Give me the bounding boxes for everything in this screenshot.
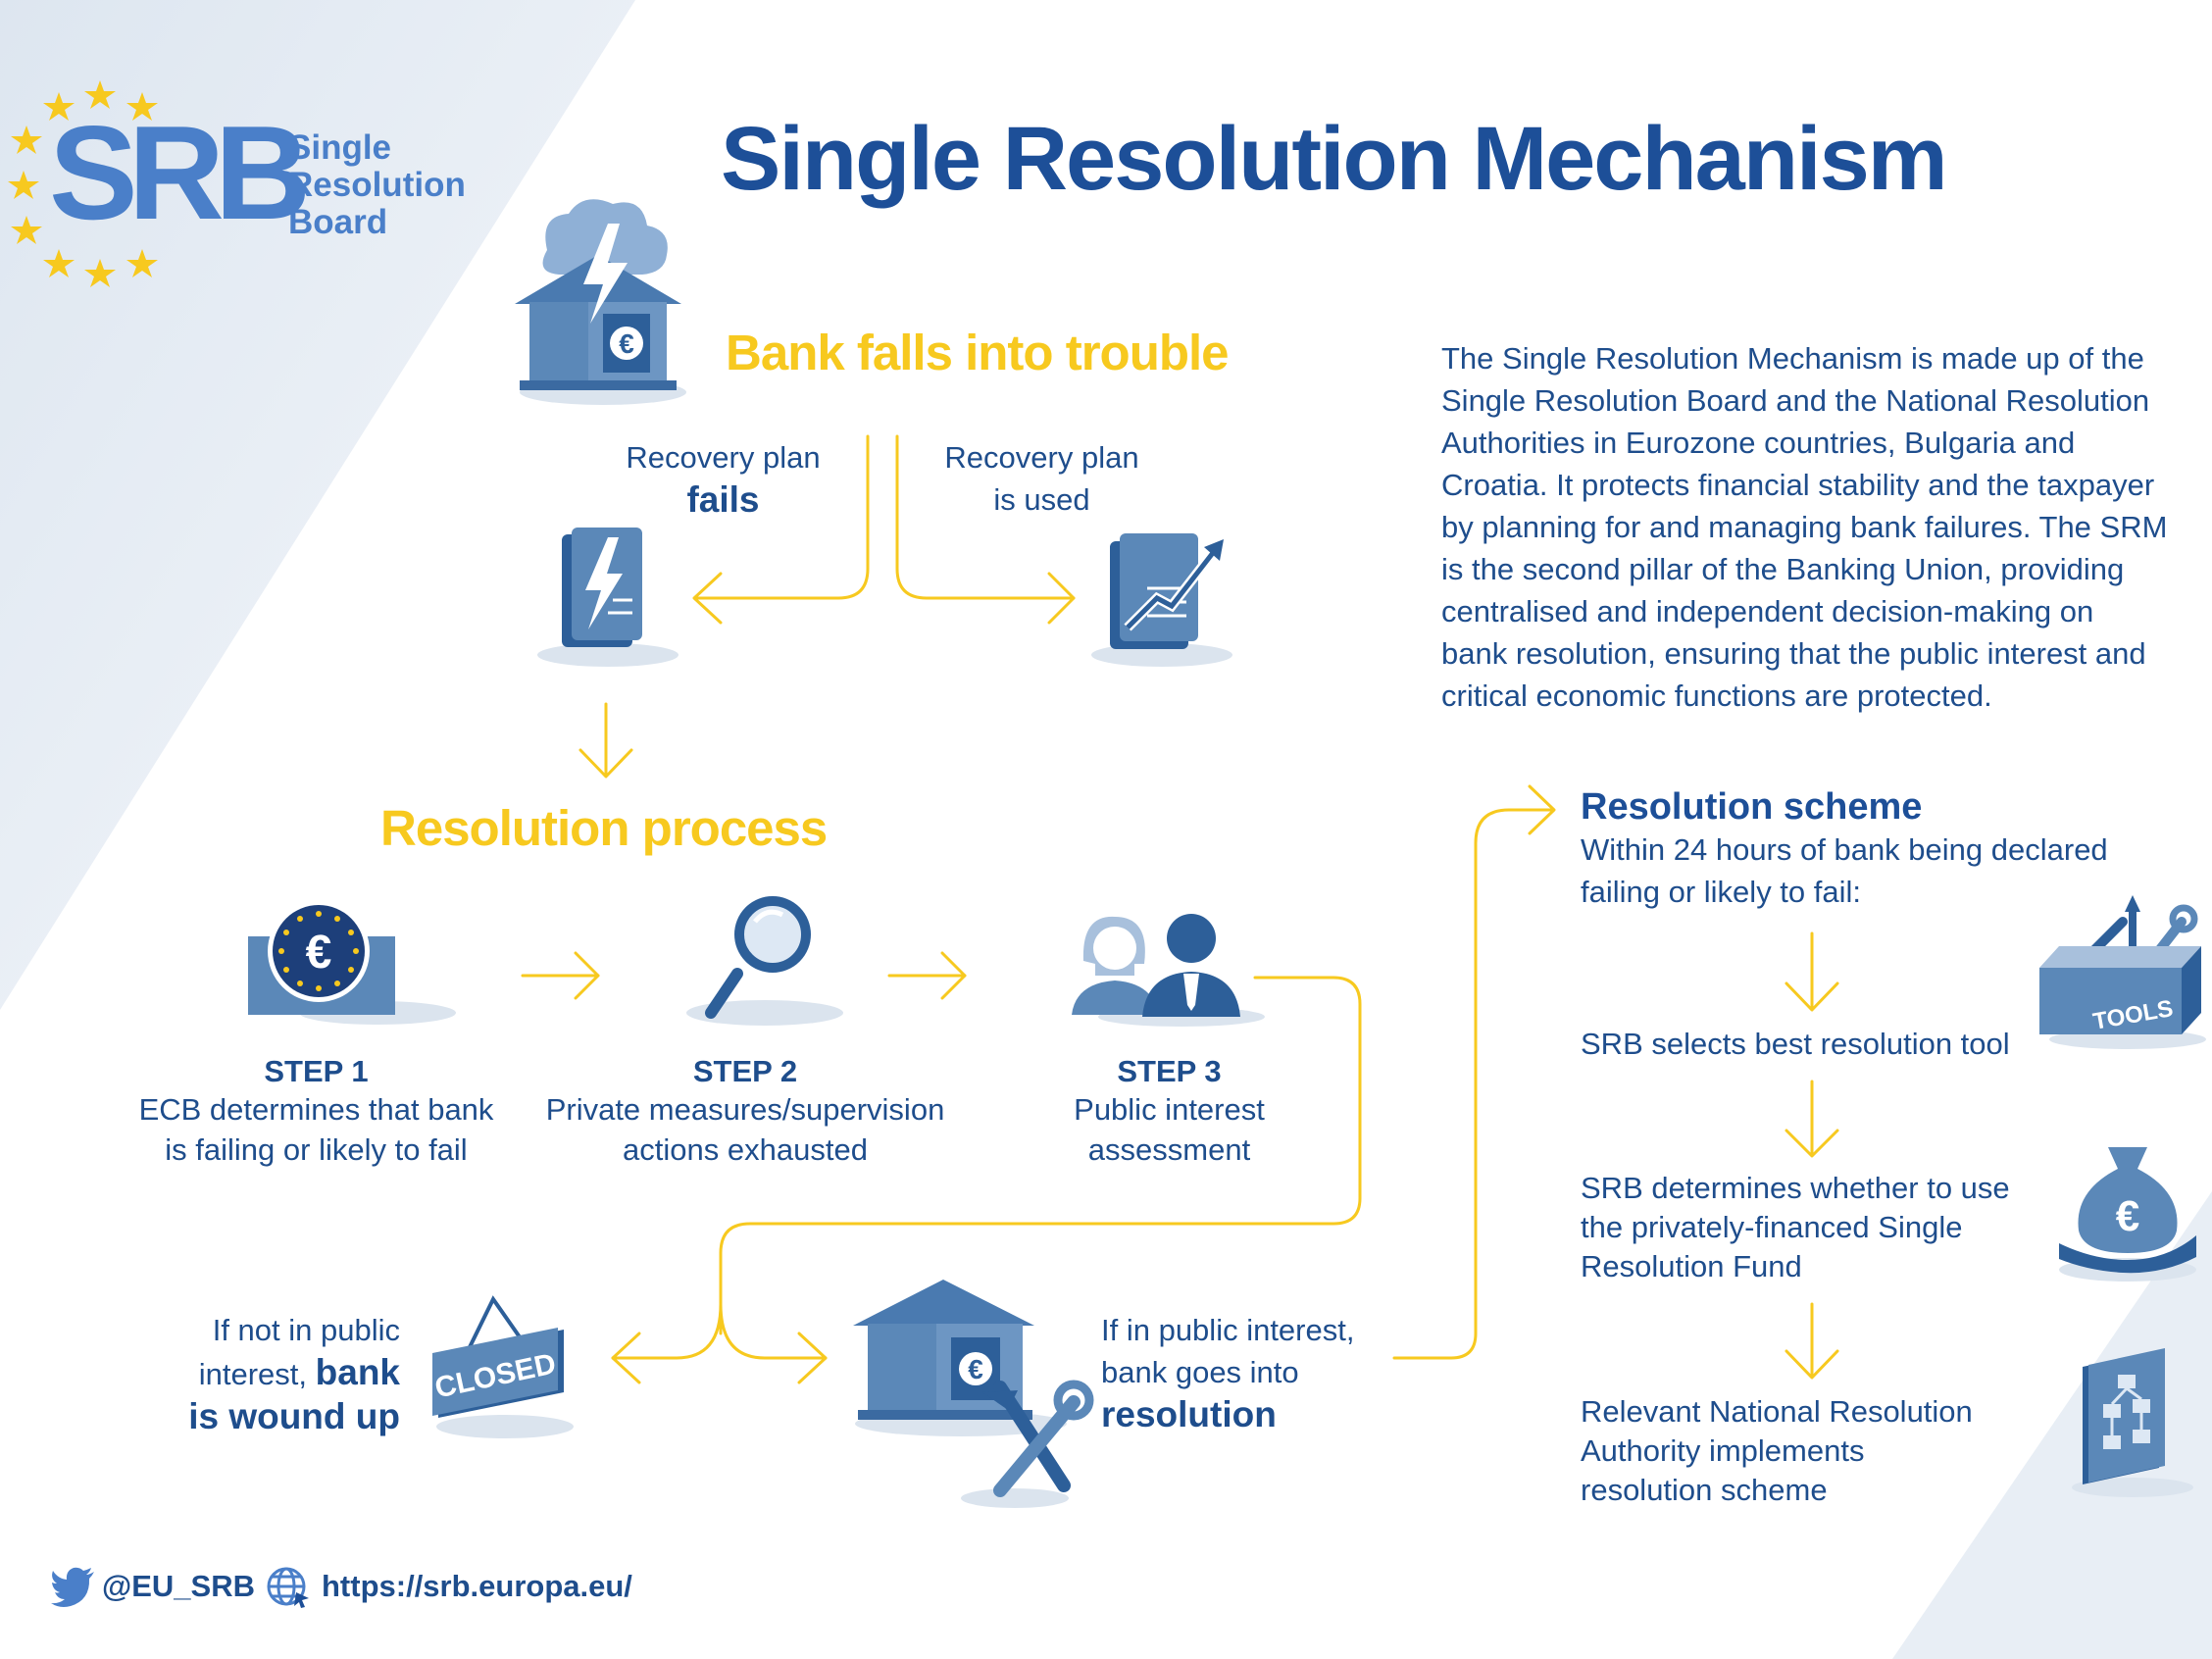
step-1-line1: ECB determines that bank (138, 1092, 494, 1127)
recovery-used-line2: is used (993, 482, 1090, 517)
recovery-used-line1: Recovery plan (944, 440, 1139, 475)
step-2-line1: Private measures/supervision (545, 1092, 945, 1127)
step-2: STEP 2 Private measures/supervision acti… (529, 1054, 961, 1170)
scheme-item-2-line1: SRB determines whether to use (1581, 1171, 2010, 1205)
description-line: Single Resolution Board and the National… (1441, 383, 2150, 418)
growth-document-icon (1091, 533, 1232, 667)
scheme-item-2-line3: Resolution Fund (1581, 1249, 1802, 1283)
description-line: critical economic functions are protecte… (1441, 679, 1992, 713)
description-line: The Single Resolution Mechanism is made … (1441, 341, 2144, 376)
step-1: STEP 1 ECB determines that bank is faili… (118, 1054, 515, 1170)
scheme-item-1: SRB selects best resolution tool (1581, 1027, 2010, 1061)
public-line1: If in public interest, (1101, 1313, 1355, 1347)
magnifier-icon (686, 896, 843, 1026)
twitter-icon[interactable] (51, 1567, 96, 1607)
not-public-line2a: interest, (198, 1357, 308, 1391)
scheme-item-3: Relevant National Resolution Authority i… (1581, 1392, 2051, 1510)
svg-text:€: € (619, 328, 634, 359)
logo-word-board: Board (288, 203, 388, 241)
twitter-handle[interactable]: @EU_SRB (102, 1569, 255, 1603)
svg-text:€: € (2116, 1192, 2139, 1240)
recovery-used-label: Recovery plan is used (912, 436, 1172, 521)
description-line: bank resolution, ensuring that the publi… (1441, 636, 2146, 671)
ecb-euro-coin-icon: € (248, 900, 456, 1025)
scheme-item-3-line1: Relevant National Resolution (1581, 1394, 1973, 1429)
resolution-scheme-block: Resolution scheme Within 24 hours of ban… (1581, 786, 2188, 913)
globe-icon (267, 1567, 309, 1608)
website-link[interactable]: https://srb.europa.eu/ (322, 1569, 632, 1603)
svg-text:€: € (306, 927, 332, 979)
not-public-line3: is wound up (188, 1396, 400, 1436)
step-2-line2: actions exhausted (623, 1132, 868, 1167)
star-icon (8, 80, 158, 287)
network-tablet-icon (2072, 1348, 2193, 1497)
description-line: centralised and independent decision-mak… (1441, 594, 2094, 628)
step-3: STEP 3 Public interest assessment (1020, 1054, 1319, 1170)
scheme-sub-line1: Within 24 hours of bank being declared (1581, 832, 2108, 867)
failed-document-icon (537, 528, 679, 667)
resolution-scheme-heading: Resolution scheme (1581, 786, 1923, 828)
step-1-line2: is failing or likely to fail (165, 1132, 468, 1167)
not-public-line2b: bank (315, 1352, 400, 1392)
logo-letters: SRB (49, 98, 311, 247)
page-title: Single Resolution Mechanism (721, 109, 1948, 209)
bank-trouble-heading: Bank falls into trouble (726, 325, 1230, 380)
step-2-label: STEP 2 (692, 1054, 798, 1088)
svg-text:€: € (968, 1354, 983, 1384)
recovery-fails-line1: Recovery plan (626, 440, 821, 475)
public-line2: bank goes into (1101, 1355, 1299, 1389)
step-3-label: STEP 3 (1117, 1054, 1222, 1088)
logo-word-resolution: Resolution (288, 166, 466, 204)
people-icon (1072, 914, 1265, 1027)
bank-tools-icon: € (853, 1280, 1094, 1508)
step-3-line1: Public interest (1074, 1092, 1265, 1127)
scheme-item-2-line2: the privately-financed Single (1581, 1210, 1963, 1244)
description-line: is the second pillar of the Banking Unio… (1441, 552, 2125, 586)
recovery-fails-line2: fails (686, 479, 760, 520)
resolution-process-heading: Resolution process (380, 800, 828, 856)
scheme-item-3-line2: Authority implements (1581, 1433, 1865, 1468)
step-3-line2: assessment (1087, 1132, 1251, 1167)
step-1-label: STEP 1 (264, 1054, 369, 1088)
description-line: Croatia. It protects financial stability… (1441, 468, 2155, 502)
description-line: Authorities in Eurozone countries, Bulga… (1441, 426, 2076, 460)
public-interest-text: If in public interest, bank goes into re… (1101, 1309, 1425, 1435)
srb-logo[interactable]: SRB Single Resolution Board (8, 76, 471, 292)
scheme-sub-line2: failing or likely to fail: (1581, 875, 1862, 909)
description-line: by planning for and managing bank failur… (1441, 510, 2168, 544)
money-bag-hand-icon: € (2059, 1147, 2196, 1282)
description-paragraph: The Single Resolution Mechanism is made … (1441, 337, 2206, 717)
not-public-line1: If not in public (212, 1313, 400, 1347)
bank-cloud-lightning-icon: € (515, 199, 686, 405)
not-public-interest-text: If not in public interest, bank is wound… (118, 1309, 400, 1437)
toolbox-icon: TOOLS (2039, 895, 2206, 1049)
recovery-fails-label: Recovery plan fails (593, 436, 853, 521)
public-line3: resolution (1101, 1394, 1277, 1434)
closed-sign-icon: CLOSED (432, 1295, 574, 1438)
scheme-item-2: SRB determines whether to use the privat… (1581, 1169, 2051, 1286)
logo-word-single: Single (288, 128, 392, 167)
scheme-item-3-line3: resolution scheme (1581, 1473, 1828, 1507)
